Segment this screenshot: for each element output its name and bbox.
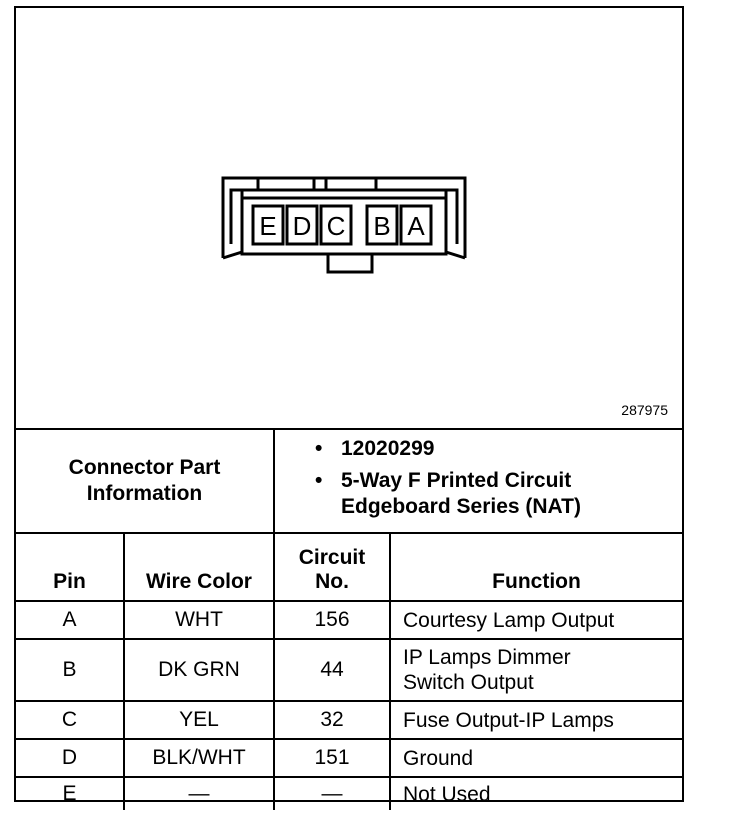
cavity-box-c	[319, 204, 353, 246]
function-cell: Ground	[389, 738, 682, 778]
wire-color-cell: WHT	[123, 600, 275, 640]
pin-cell: C	[16, 700, 125, 740]
pin-cell: E	[16, 776, 125, 810]
pin-cell: B	[16, 638, 125, 702]
connector-end-view-frame: E D C B A 287975 Connector Part Informat…	[14, 6, 684, 810]
connector-body	[240, 196, 448, 256]
table-row: D BLK/WHT 151 Ground	[16, 738, 682, 778]
cavity-box-d	[285, 204, 319, 246]
function-cell: Not Used	[389, 776, 682, 810]
circuit-cell: 156	[273, 600, 391, 640]
wire-color-cell: BLK/WHT	[123, 738, 275, 778]
header-function: Function	[389, 532, 682, 602]
header-pin: Pin	[16, 532, 125, 602]
table-row: E — — Not Used	[16, 776, 682, 810]
cavity-label-d: D	[293, 211, 312, 241]
wire-color-cell: YEL	[123, 700, 275, 740]
connector-housing-inner-left	[222, 188, 244, 260]
pin-cell: D	[16, 738, 125, 778]
header-wire-color: Wire Color	[123, 532, 275, 602]
cavity-label-b: B	[373, 211, 390, 241]
cavity-box-e	[251, 204, 285, 246]
part-info-label: Connector Part Information	[16, 428, 275, 534]
part-info-label-line1: Connector Part	[68, 456, 221, 479]
part-info-row: Connector Part Information 12020299 5-Wa…	[16, 428, 682, 534]
connector-diagram-area: E D C B A 287975	[16, 8, 682, 428]
connector-drawing: E D C B A	[221, 176, 467, 274]
circuit-cell: 151	[273, 738, 391, 778]
function-cell: Fuse Output-IP Lamps	[389, 700, 682, 740]
cavity-box-b	[365, 204, 399, 246]
circuit-cell: 32	[273, 700, 391, 740]
circuit-cell: 44	[273, 638, 391, 702]
wire-color-cell: —	[123, 776, 275, 810]
part-number: 12020299	[315, 436, 682, 462]
table-row: A WHT 156 Courtesy Lamp Output	[16, 600, 682, 640]
figure-number: 287975	[621, 402, 668, 418]
table-row: C YEL 32 Fuse Output-IP Lamps	[16, 700, 682, 740]
wire-color-cell: DK GRN	[123, 638, 275, 702]
pin-cell: A	[16, 600, 125, 640]
circuit-cell: —	[273, 776, 391, 810]
function-cell: Courtesy Lamp Output	[389, 600, 682, 640]
cavity-label-a: A	[407, 211, 425, 241]
connector-housing-outline	[221, 176, 467, 258]
part-info-details: 12020299 5-Way F Printed CircuitEdgeboar…	[273, 428, 682, 534]
cavity-label-c: C	[327, 211, 346, 241]
connector-bottom-key	[326, 254, 374, 274]
connector-housing-inner-right	[444, 188, 466, 260]
cavity-label-e: E	[259, 211, 276, 241]
part-info-label-line2: Information	[86, 482, 203, 505]
cavity-box-a	[399, 204, 433, 246]
connector-pinout-table: Connector Part Information 12020299 5-Wa…	[16, 428, 682, 810]
